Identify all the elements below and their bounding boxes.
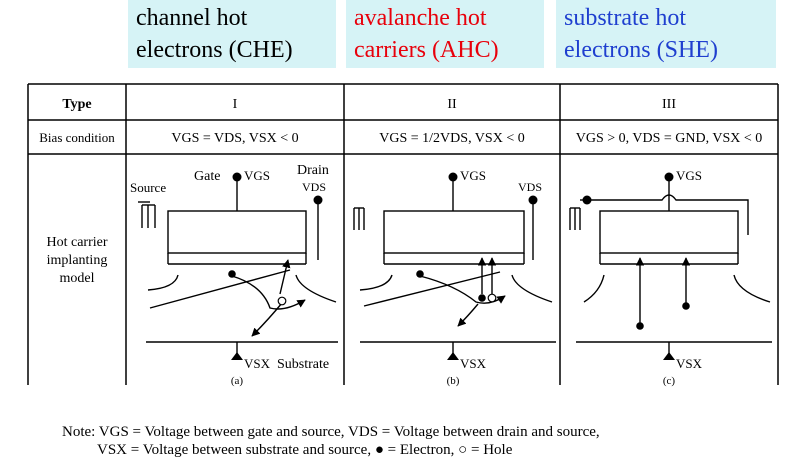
electron-ahc-2: [478, 294, 486, 302]
gate-label: Gate: [194, 169, 220, 184]
row-header-model-3: model: [60, 271, 95, 286]
row-header-model-1: Hot carrier: [46, 235, 107, 250]
gate-terminal-che: [232, 172, 242, 182]
type-label-3: III: [662, 97, 676, 112]
sub-label-a: (a): [231, 375, 244, 387]
substrate-label: Substrate: [277, 357, 329, 372]
row-header-model-2: implanting: [47, 253, 108, 268]
header-she: substrate hot electrons (SHE): [556, 0, 776, 68]
header-she-line1: substrate hot: [564, 5, 686, 31]
drain-terminal-che: [313, 195, 323, 205]
source-label: Source: [130, 180, 166, 195]
bias-condition-3: VGS > 0, VDS = GND, VSX < 0: [576, 131, 763, 146]
source-terminal-she: [582, 195, 592, 205]
vsx-label-she: VSX: [676, 356, 703, 371]
vsx-label-ahc: VSX: [460, 356, 487, 371]
header-ahc: avalanche hot carriers (AHC): [346, 0, 544, 68]
vsx-label-che: VSX: [244, 356, 271, 371]
sub-label-b: (b): [447, 375, 460, 387]
vsx-terminal-ahc: [447, 352, 459, 360]
model-ahc: [353, 177, 556, 356]
vsx-terminal-she: [663, 352, 675, 360]
model-she: [569, 177, 772, 356]
drain-label: Drain: [297, 163, 329, 178]
electron-she-1: [636, 322, 644, 330]
note-line-1: Note: VGS = Voltage between gate and sou…: [62, 424, 600, 440]
header-che: channel hot electrons (CHE): [128, 0, 336, 68]
type-label-2: II: [447, 97, 457, 112]
electron-she-2: [682, 302, 690, 310]
hot-carrier-table: Type Bias condition Hot carrier implanti…: [27, 83, 779, 387]
bias-condition-1: VGS = VDS, VSX < 0: [171, 131, 298, 146]
vgs-label-ahc: VGS: [460, 168, 486, 183]
gate-terminal-ahc: [448, 172, 458, 182]
electron-che: [228, 270, 236, 278]
vsx-terminal-che: [231, 352, 243, 360]
row-header-type: Type: [62, 97, 91, 112]
note-line-2: VSX = Voltage between substrate and sour…: [97, 442, 513, 458]
drain-terminal-ahc: [528, 195, 538, 205]
hole-ahc: [487, 293, 497, 303]
header-che-line2: electrons (CHE): [136, 37, 293, 63]
bias-condition-2: VGS = 1/2VDS, VSX < 0: [379, 131, 524, 146]
electron-ahc-1: [416, 270, 424, 278]
type-label-1: I: [233, 97, 238, 112]
table-grid: [27, 83, 779, 385]
hole-che: [277, 296, 287, 306]
vgs-label-she: VGS: [676, 168, 702, 183]
sub-label-c: (c): [663, 375, 676, 387]
gate-terminal-she: [664, 172, 674, 182]
vds-label-che: VDS: [302, 180, 326, 194]
row-header-bias: Bias condition: [39, 130, 115, 145]
vgs-label-che: VGS: [244, 168, 270, 183]
header-she-line2: electrons (SHE): [564, 37, 718, 63]
model-che: [138, 177, 338, 356]
header-che-line1: channel hot: [136, 5, 248, 31]
header-ahc-line1: avalanche hot: [354, 5, 487, 31]
header-ahc-line2: carriers (AHC): [354, 37, 499, 63]
vds-label-ahc: VDS: [518, 180, 542, 194]
